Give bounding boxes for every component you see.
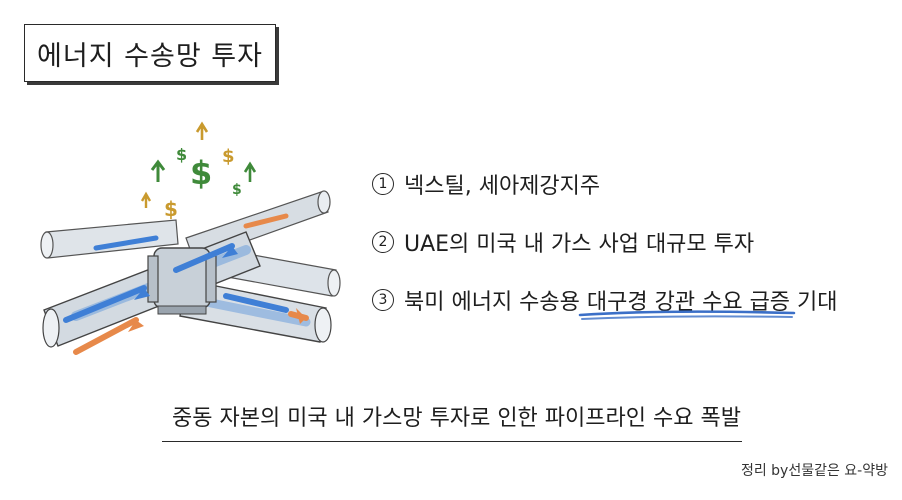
point-number: 2: [372, 231, 394, 253]
svg-text:$: $: [190, 154, 212, 192]
highlight-underline: [578, 310, 796, 320]
svg-text:$: $: [176, 145, 187, 164]
point-text: 북미 에너지 수송용: [404, 290, 587, 315]
point-number: 1: [372, 173, 394, 195]
pipeline-illustration: $ $ $ $ $: [40, 121, 341, 355]
point-1: 1 넥스틸, 세아제강지주: [372, 168, 600, 200]
dollar-sign-icon: $ $ $ $ $: [164, 145, 242, 221]
title-box: 에너지 수송망 투자: [24, 24, 276, 82]
conclusion-divider: [162, 441, 742, 442]
point-number: 3: [372, 289, 394, 311]
point-text: 넥스틸, 세아제강지주: [404, 174, 601, 199]
point-2: 2 UAE의 미국 내 가스 사업 대규모 투자: [372, 226, 754, 258]
svg-text:$: $: [164, 197, 178, 221]
svg-text:$: $: [222, 146, 235, 167]
up-arrow-icon: [140, 121, 257, 208]
credit-text: 정리 by선물같은 요-약방: [740, 463, 888, 479]
svg-text:$: $: [232, 182, 242, 198]
pipe-left-upper: [40, 219, 179, 259]
point-text: UAE의 미국 내 가스 사업 대규모 투자: [404, 232, 755, 257]
flow-arrows: [63, 213, 309, 355]
page-title: 에너지 수송망 투자: [37, 40, 263, 72]
point-text-end: 기대: [790, 290, 838, 315]
conclusion-text: 중동 자본의 미국 내 가스망 투자로 인한 파이프라인 수요 폭발: [172, 406, 741, 431]
